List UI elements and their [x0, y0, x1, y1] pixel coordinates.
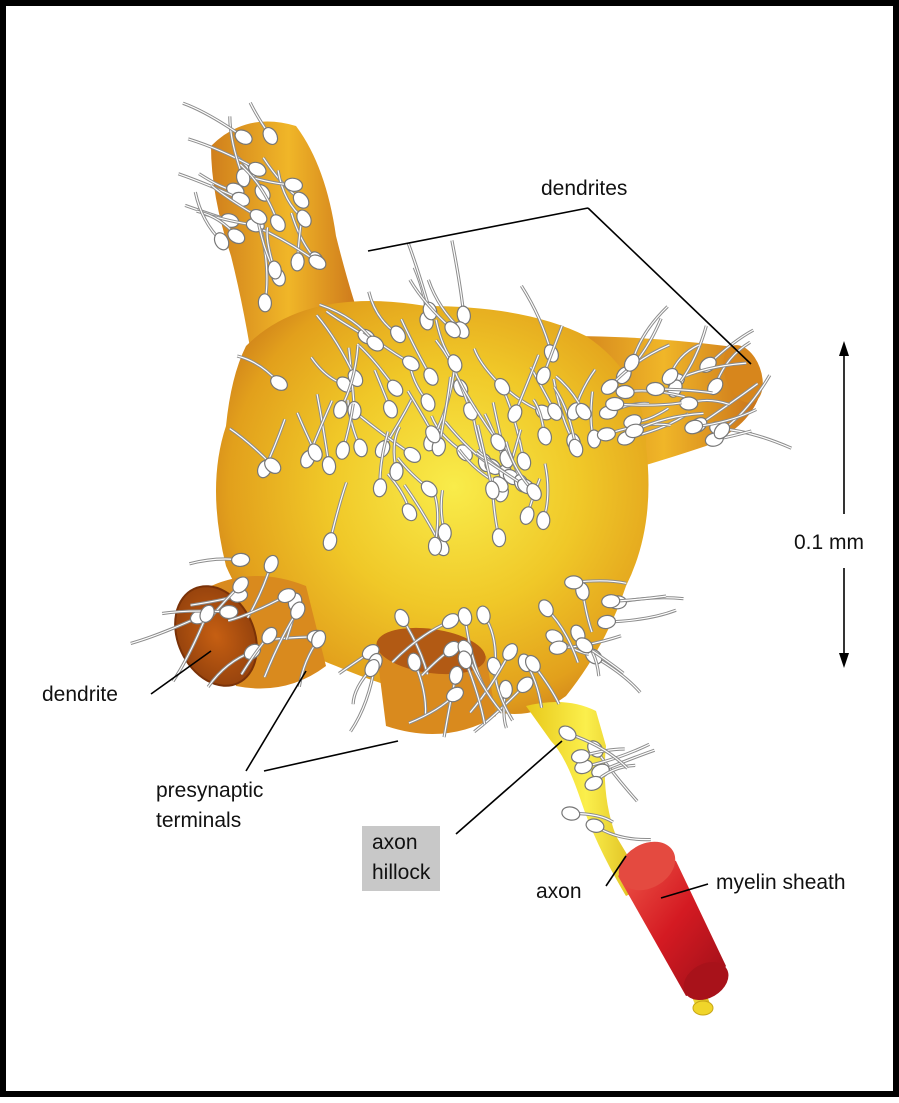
axon-fiber: [607, 610, 677, 622]
scale-bar: [839, 341, 849, 668]
axon-fiber: [183, 103, 244, 137]
dendrites-leader-left: [368, 208, 588, 251]
presynaptic-terminal: [561, 805, 581, 821]
label-presynaptic: presynaptic terminals: [156, 778, 263, 833]
label-myelin-sheath: myelin sheath: [716, 870, 846, 895]
label-axon-hillock-line2: hillock: [372, 860, 430, 885]
label-scale: 0.1 mm: [794, 530, 864, 555]
scale-arrow-up-icon: [839, 341, 849, 356]
label-axon-hillock: axon hillock: [362, 826, 440, 891]
label-presynaptic-line1: presynaptic: [156, 778, 263, 803]
label-axon-hillock-line1: axon: [372, 830, 430, 855]
label-dendrites: dendrites: [541, 176, 627, 201]
presynaptic-terminal: [258, 293, 272, 312]
presynaptic-terminal: [565, 576, 583, 589]
presynaptic-terminal: [438, 523, 452, 542]
presynaptic-terminal: [537, 511, 551, 529]
axon-hillock-leader: [456, 741, 562, 834]
presynaptic-terminal: [428, 537, 441, 555]
presynaptic-leader-2: [264, 741, 398, 771]
label-dendrite: dendrite: [42, 682, 118, 707]
myelin-sheath: [610, 832, 735, 1008]
presynaptic-terminal: [680, 397, 698, 410]
neuron-illustration: [6, 6, 899, 1103]
presynaptic-terminal: [606, 397, 624, 410]
label-axon: axon: [536, 879, 582, 904]
presynaptic-terminal: [220, 605, 238, 618]
label-presynaptic-line2: terminals: [156, 808, 263, 833]
scale-arrow-down-icon: [839, 653, 849, 668]
